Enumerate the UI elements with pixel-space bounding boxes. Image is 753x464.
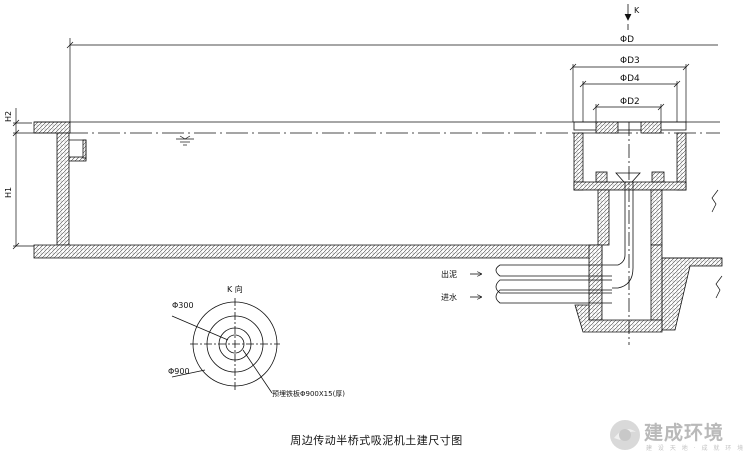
- dim-d2-label: ΦD2: [620, 97, 640, 107]
- logo-name: 建成环境: [644, 422, 725, 444]
- k-view-plate: [171, 298, 280, 394]
- inner-dia-label: Φ300: [172, 301, 194, 310]
- leader-plate: [242, 349, 273, 394]
- logo-tagline: 建 设 天 地 · 成 就 环 境: [646, 445, 746, 452]
- tank-structure: [33, 121, 723, 331]
- plate-label: 预埋铁板Φ900X15(厚): [272, 389, 345, 398]
- dim-d3-label: ΦD3: [620, 56, 640, 66]
- dim-d4-label: ΦD4: [620, 74, 640, 84]
- leader-inner-dia: [171, 315, 229, 341]
- outlet-label: 出泥: [441, 269, 457, 279]
- pipes: [470, 264, 612, 304]
- right-slope: [661, 257, 723, 331]
- k-view-letter: K: [634, 6, 640, 15]
- left-deck: [33, 121, 71, 134]
- company-logo: 建成环境 建 设 天 地 · 成 就 环 境: [608, 416, 748, 460]
- dim-d-label: ΦD: [620, 35, 634, 45]
- left-wall: [56, 132, 70, 246]
- k-view-title: K 向: [227, 284, 243, 294]
- dimension-lines: [12, 38, 718, 250]
- center-column: [573, 121, 687, 345]
- outer-dia-label: Φ900: [168, 367, 190, 376]
- dim-h1-label: H1: [4, 187, 13, 198]
- dim-h2-label: H2: [4, 111, 13, 122]
- bottom-slab: [33, 244, 598, 259]
- k-view-arrow: [624, 4, 632, 30]
- inlet-label: 进水: [441, 292, 457, 302]
- break-lines: [711, 189, 723, 299]
- logo-emblem-icon: [610, 420, 640, 450]
- leader-outer-dia: [171, 369, 206, 378]
- drawing-caption: 周边传动半桥式吸泥机土建尺寸图: [290, 434, 463, 447]
